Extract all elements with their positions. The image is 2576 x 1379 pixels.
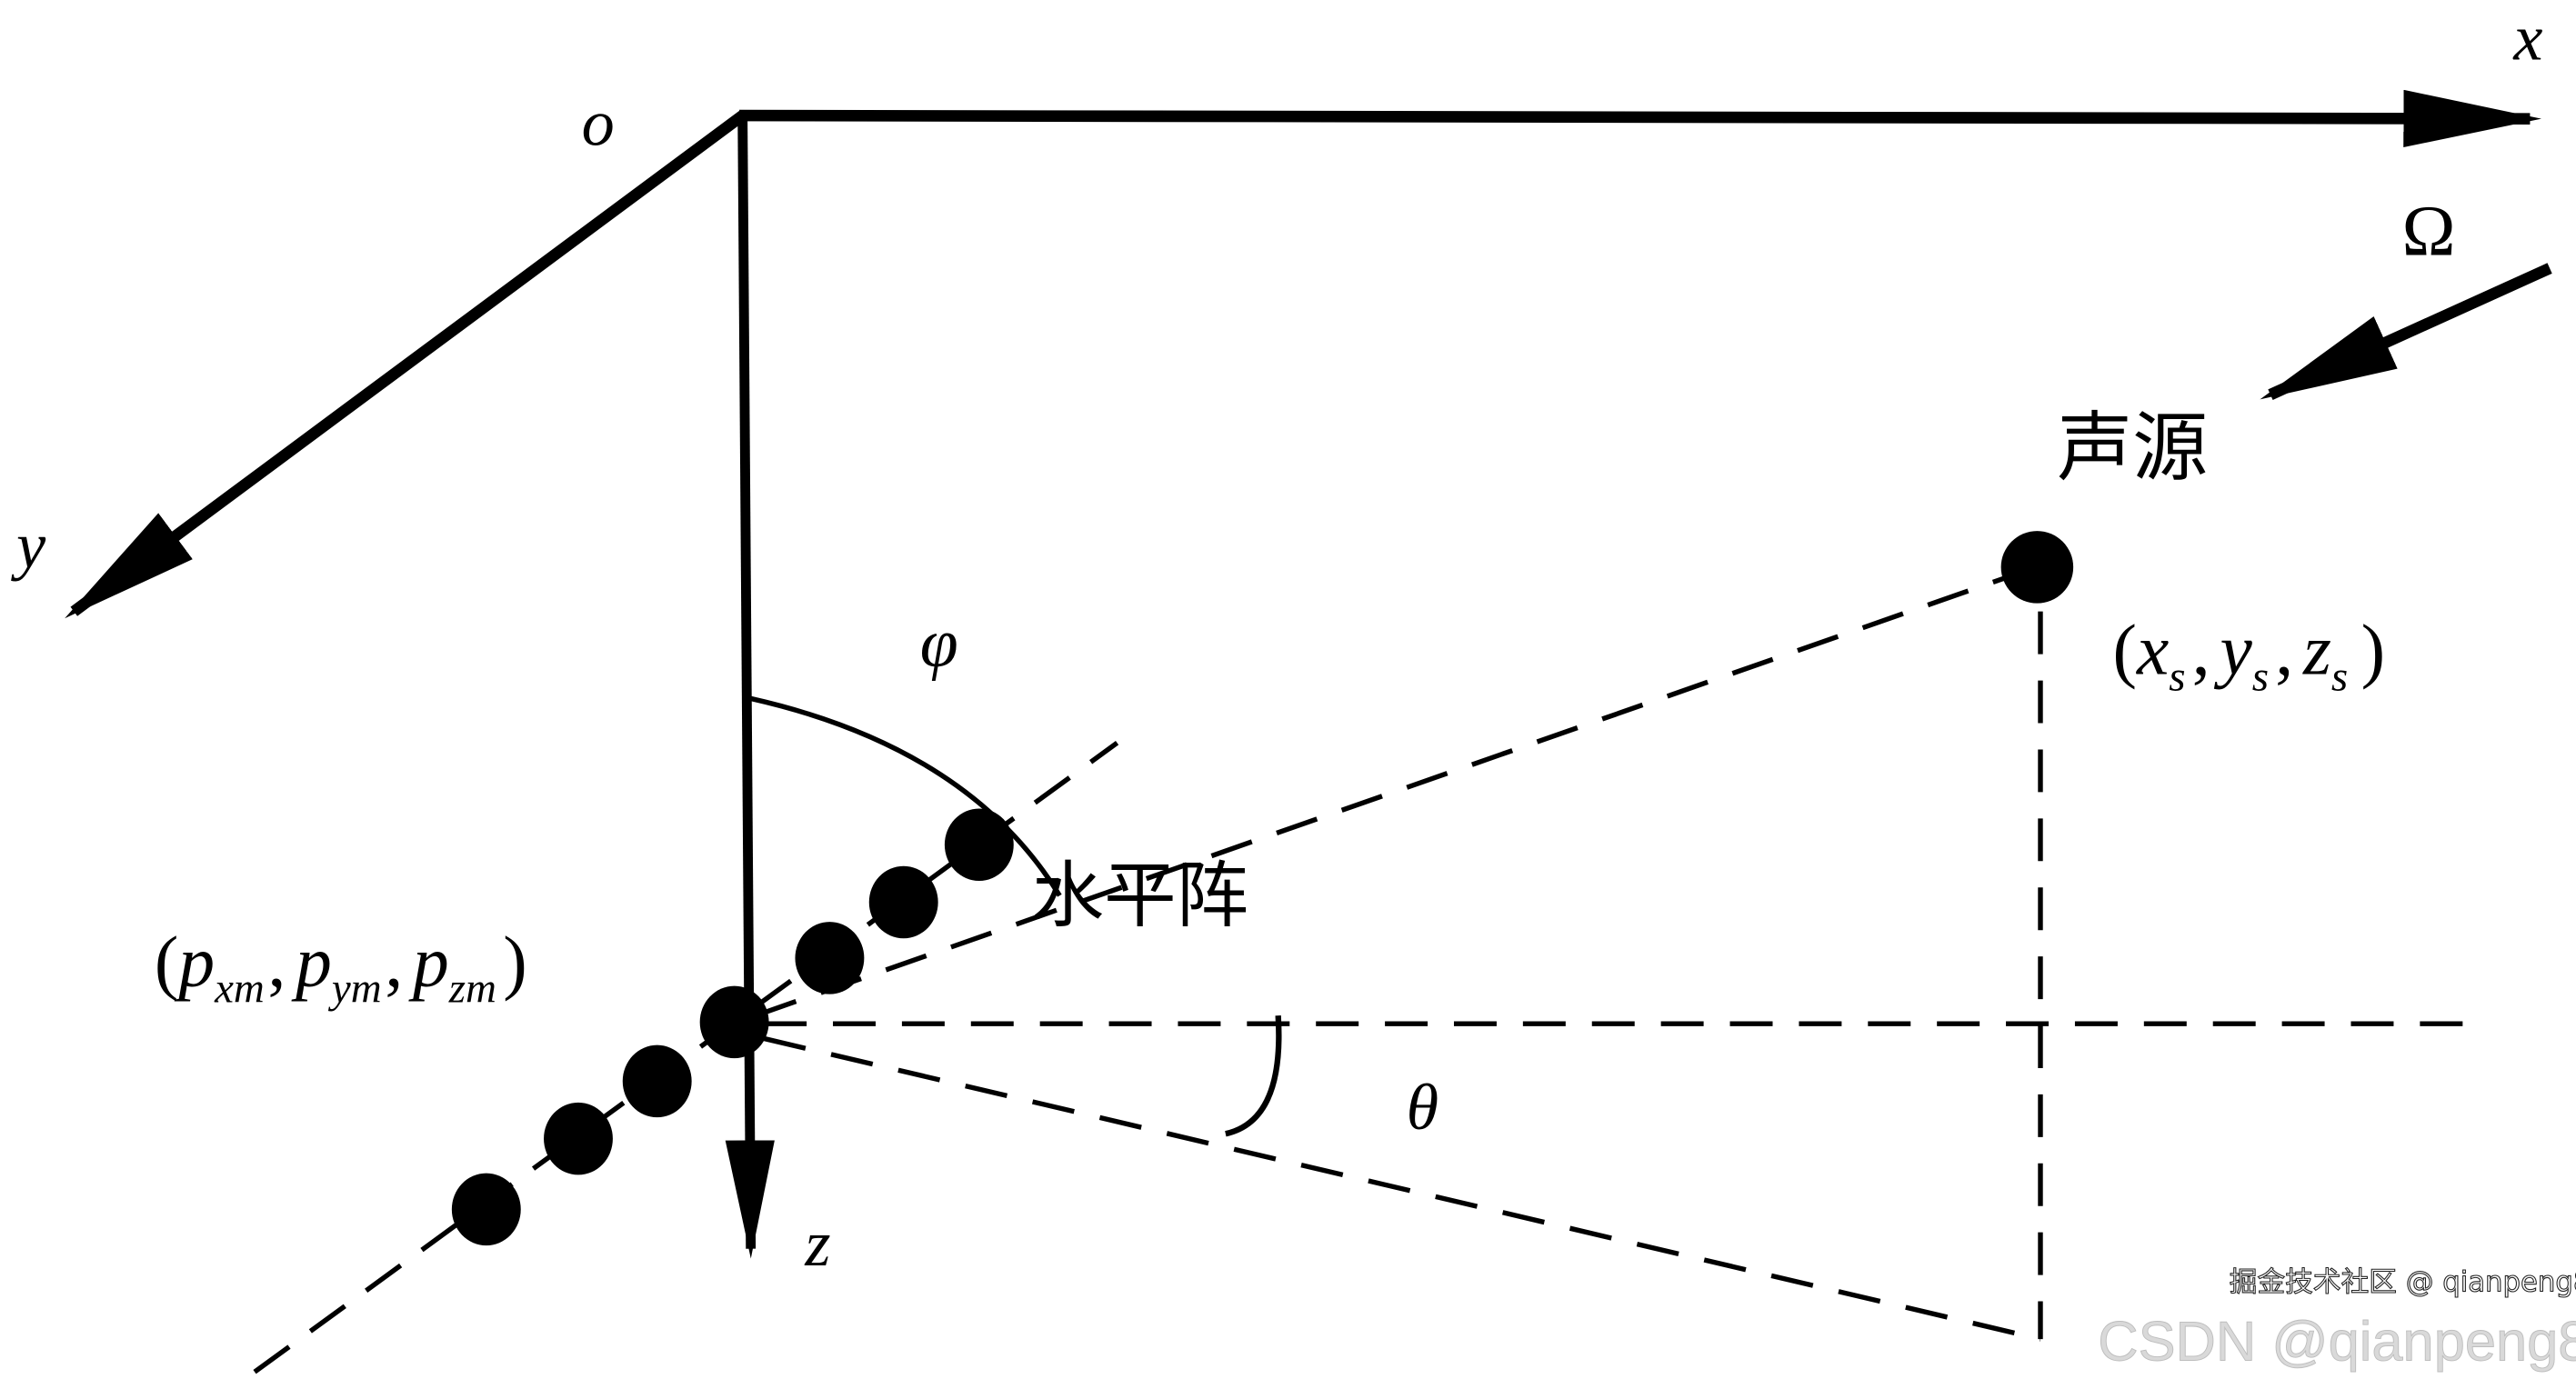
z-axis (725, 115, 775, 1259)
array-element (451, 1173, 521, 1246)
y-axis (65, 110, 747, 619)
source-direction-dashed-line (755, 573, 2014, 1018)
z-axis-label: z (804, 1207, 830, 1280)
array-axis-dashed-line (253, 741, 1119, 1374)
y-axis-label: y (10, 509, 46, 582)
array-element (795, 922, 865, 994)
array-element (868, 865, 938, 939)
phi-arc (750, 695, 1062, 897)
array-element-coordinates: (pxm,pym,pzm) (155, 923, 527, 1013)
array-element (944, 808, 1014, 881)
theta-label: θ (1407, 1071, 1439, 1144)
phi-label: φ (920, 605, 958, 681)
sound-source-label: 声源 (2057, 404, 2208, 492)
x-axis (739, 89, 2542, 148)
array-element (544, 1102, 613, 1175)
array-element (699, 985, 769, 1059)
theta-arc (1225, 1014, 1282, 1137)
projection-dashed-line (763, 1035, 2041, 1342)
omega-label: Ω (2401, 192, 2455, 272)
x-axis-label: x (2512, 2, 2542, 75)
sound-source-point (2000, 531, 2074, 604)
watermark-overlay: 掘金技术社区 @ qianpeng897 (2230, 1266, 2576, 1299)
source-coordinates: (xs,ys,zs) (2112, 610, 2385, 700)
origin-label: o (582, 87, 615, 160)
horizontal-array-label: 水平阵 (1032, 853, 1248, 937)
watermark: CSDN @qianpeng897 (2098, 1311, 2576, 1374)
array-element (622, 1044, 692, 1118)
array-elements (451, 808, 1014, 1246)
omega-arrow (2260, 263, 2552, 400)
